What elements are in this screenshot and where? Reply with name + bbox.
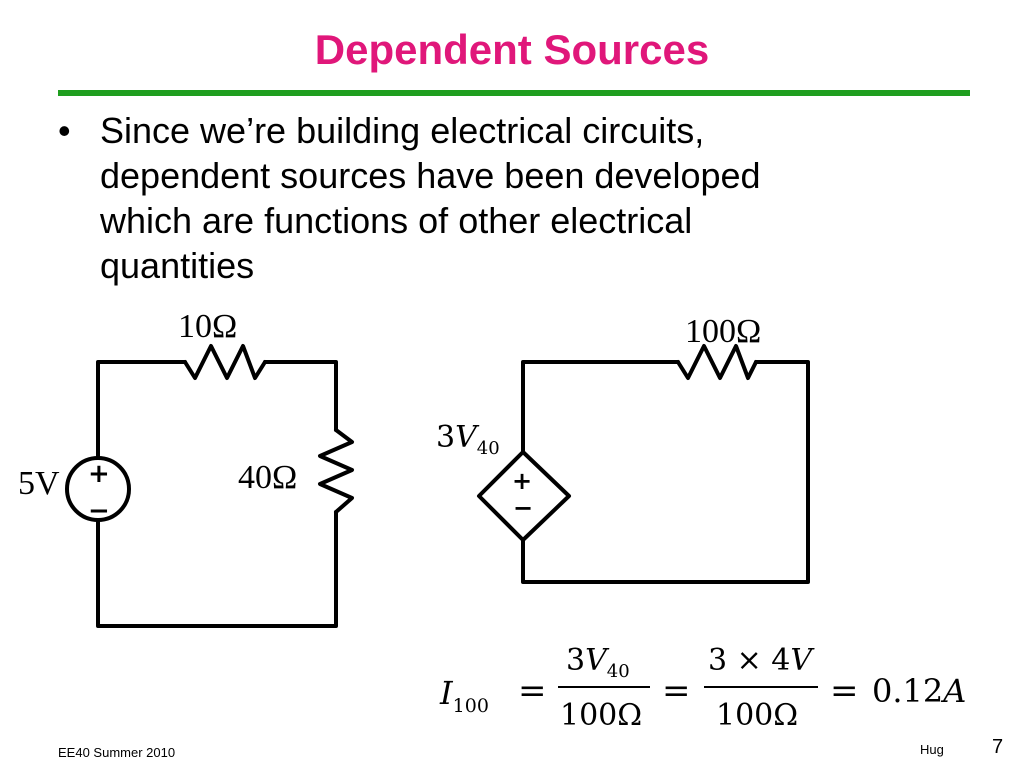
fraction2-numerator: 3 × 4V xyxy=(708,643,815,678)
fraction1-denominator: 100Ω xyxy=(560,698,642,733)
dependent-source-plus-sign: + xyxy=(512,467,532,495)
resistor-100ohm-label: 100Ω xyxy=(685,313,761,350)
title-divider xyxy=(58,90,970,96)
equals-sign-2: = xyxy=(662,671,691,711)
resistor-100ohm-icon xyxy=(676,344,758,380)
page-number: 7 xyxy=(992,736,1004,758)
right-wire-top-left xyxy=(521,360,680,454)
resistor-10ohm-icon xyxy=(183,344,267,380)
resistor-10ohm-label: 10Ω xyxy=(178,308,237,345)
bullet-line: which are functions of other electrical xyxy=(100,200,693,241)
dependent-source-label: 3V40 xyxy=(436,420,500,459)
dependent-source-icon xyxy=(477,450,571,542)
fraction2-denominator: 100Ω xyxy=(716,698,798,733)
footer-author: Hug xyxy=(920,742,944,757)
fraction1-numerator: 3V40 xyxy=(566,643,630,682)
right-circuit xyxy=(477,344,810,584)
bullet-line: quantities xyxy=(100,245,255,286)
voltage-source-icon xyxy=(65,456,131,522)
bullet-line: Since we’re building electrical circuits… xyxy=(100,110,705,151)
left-wire-bottom xyxy=(96,510,338,628)
resistor-40ohm-label: 40Ω xyxy=(238,459,297,496)
equation-result: 0.12A xyxy=(872,672,966,710)
left-wire-top-right xyxy=(263,360,338,432)
equals-sign-1: = xyxy=(518,671,547,711)
source-minus-sign: − xyxy=(88,496,110,526)
bullet-text: Since we’re building electrical circuits… xyxy=(100,108,958,288)
slide-title: Dependent Sources xyxy=(314,26,710,73)
resistor-40ohm-icon xyxy=(318,428,354,514)
bullet-icon: • xyxy=(58,110,71,151)
right-wire-loop xyxy=(521,360,810,584)
dependent-source-minus-sign: − xyxy=(513,494,533,522)
footer-course: EE40 Summer 2010 xyxy=(58,745,176,760)
source-plus-sign: + xyxy=(88,459,110,489)
bullet-item: • Since we’re building electrical circui… xyxy=(58,108,958,288)
voltage-source-label: 5V xyxy=(18,465,60,502)
equals-sign-3: = xyxy=(830,671,859,711)
bullet-line: dependent sources have been developed xyxy=(100,155,761,196)
equation-lhs: I100 xyxy=(439,674,489,717)
left-wire-top-left xyxy=(96,360,187,460)
left-circuit xyxy=(65,344,354,628)
current-equation: I100 = 3V40 100Ω = 3 × 4V 100Ω = 0.12A xyxy=(439,643,966,733)
